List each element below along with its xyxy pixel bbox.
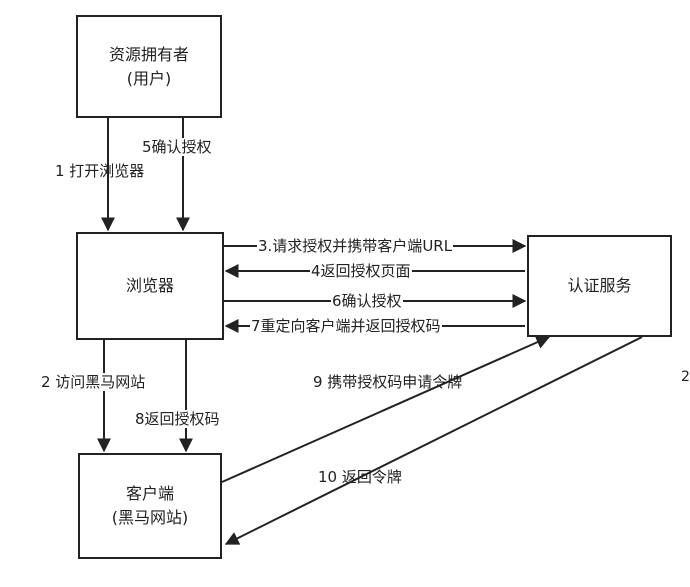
edge-1-label: 1 打开浏览器 [55, 162, 145, 180]
client-title: 客户端 [125, 484, 174, 503]
edge-10-line [224, 336, 643, 545]
edge-2-label: 2 访问黑马网站 [40, 373, 147, 391]
client-box: 客户端 (黑马网站) [78, 453, 222, 559]
edge-4-label: 4返回授权页面 [310, 262, 412, 280]
browser-box: 浏览器 [76, 232, 224, 340]
resource-owner-box: 资源拥有者 (用户) [76, 15, 222, 118]
edge-6-label: 6确认授权 [331, 292, 403, 310]
resource-owner-subtitle: (用户) [126, 68, 172, 88]
clipped-fragment-text: 2 [681, 369, 690, 385]
auth-service-title: 认证服务 [567, 276, 632, 295]
auth-service-box: 认证服务 [527, 235, 672, 337]
resource-owner-title: 资源拥有者 [108, 44, 189, 64]
edge-9-line [221, 335, 551, 483]
client-subtitle: (黑马网站) [111, 508, 189, 527]
edge-9-label: 9 携带授权码申请令牌 [313, 373, 463, 391]
browser-title: 浏览器 [125, 276, 174, 295]
edge-5-label: 5确认授权 [141, 138, 213, 156]
edge-3-label: 3.请求授权并携带客户端URL [257, 237, 454, 255]
edge-10-label: 10 返回令牌 [318, 468, 402, 486]
edge-7-label: 7重定向客户端并返回授权码 [250, 317, 442, 335]
edge-8-label: 8返回授权码 [134, 410, 221, 428]
